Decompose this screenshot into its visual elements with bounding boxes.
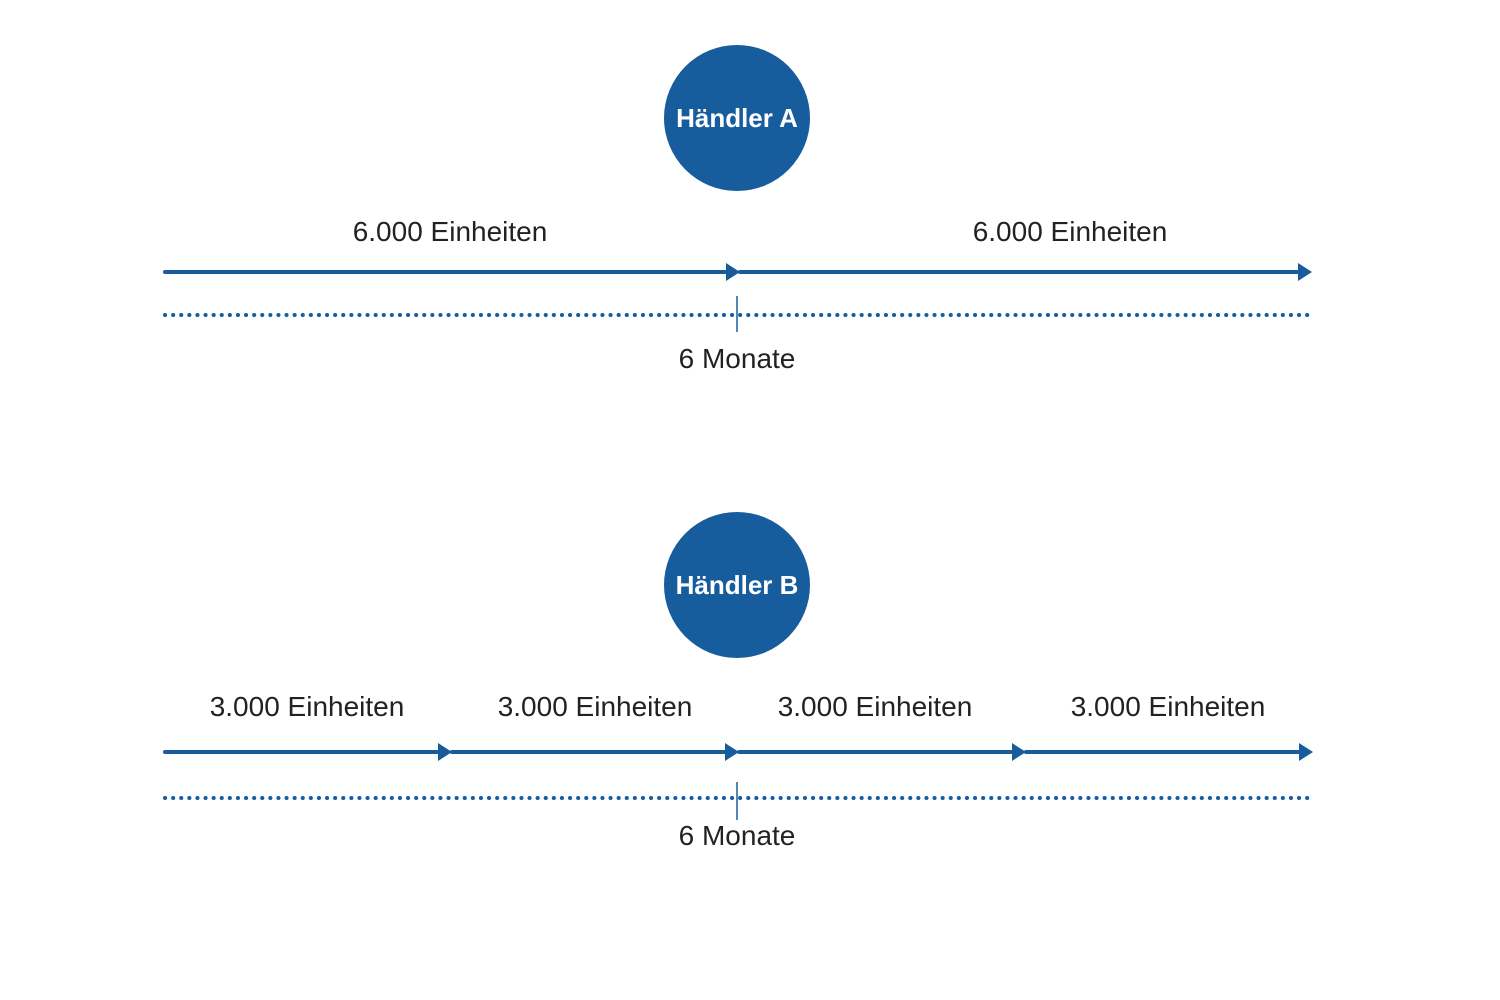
trader-b-arrows — [163, 743, 1313, 761]
trader-b-arrowhead-1 — [438, 743, 452, 761]
trader-b-segment-1-label: 3.000 Einheiten — [209, 691, 405, 722]
trader-b-arrowhead-2 — [725, 743, 739, 761]
trader-b-arrowhead-4 — [1299, 743, 1313, 761]
trader-b-segment-3-label: 3.000 Einheiten — [777, 691, 973, 722]
trader-b-segment-2-label: 3.000 Einheiten — [497, 691, 693, 722]
trader-a-circle: Händler A — [664, 45, 810, 191]
trader-a-segment-1-label: 6.000 Einheiten — [352, 216, 548, 247]
trader-b-segment-4-label: 3.000 Einheiten — [1070, 691, 1266, 722]
trader-a-segment-2-label: 6.000 Einheiten — [972, 216, 1168, 247]
trader-a-midpoint-label: 6 Monate — [678, 343, 796, 374]
trader-b-midpoint-label: 6 Monate — [678, 820, 796, 851]
trader-a-arrows — [163, 263, 1312, 281]
trader-a-arrowhead-2 — [1298, 263, 1312, 281]
trader-b-arrowhead-3 — [1012, 743, 1026, 761]
trader-a-arrowhead-1 — [726, 263, 740, 281]
trader-b-circle: Händler B — [664, 512, 810, 658]
